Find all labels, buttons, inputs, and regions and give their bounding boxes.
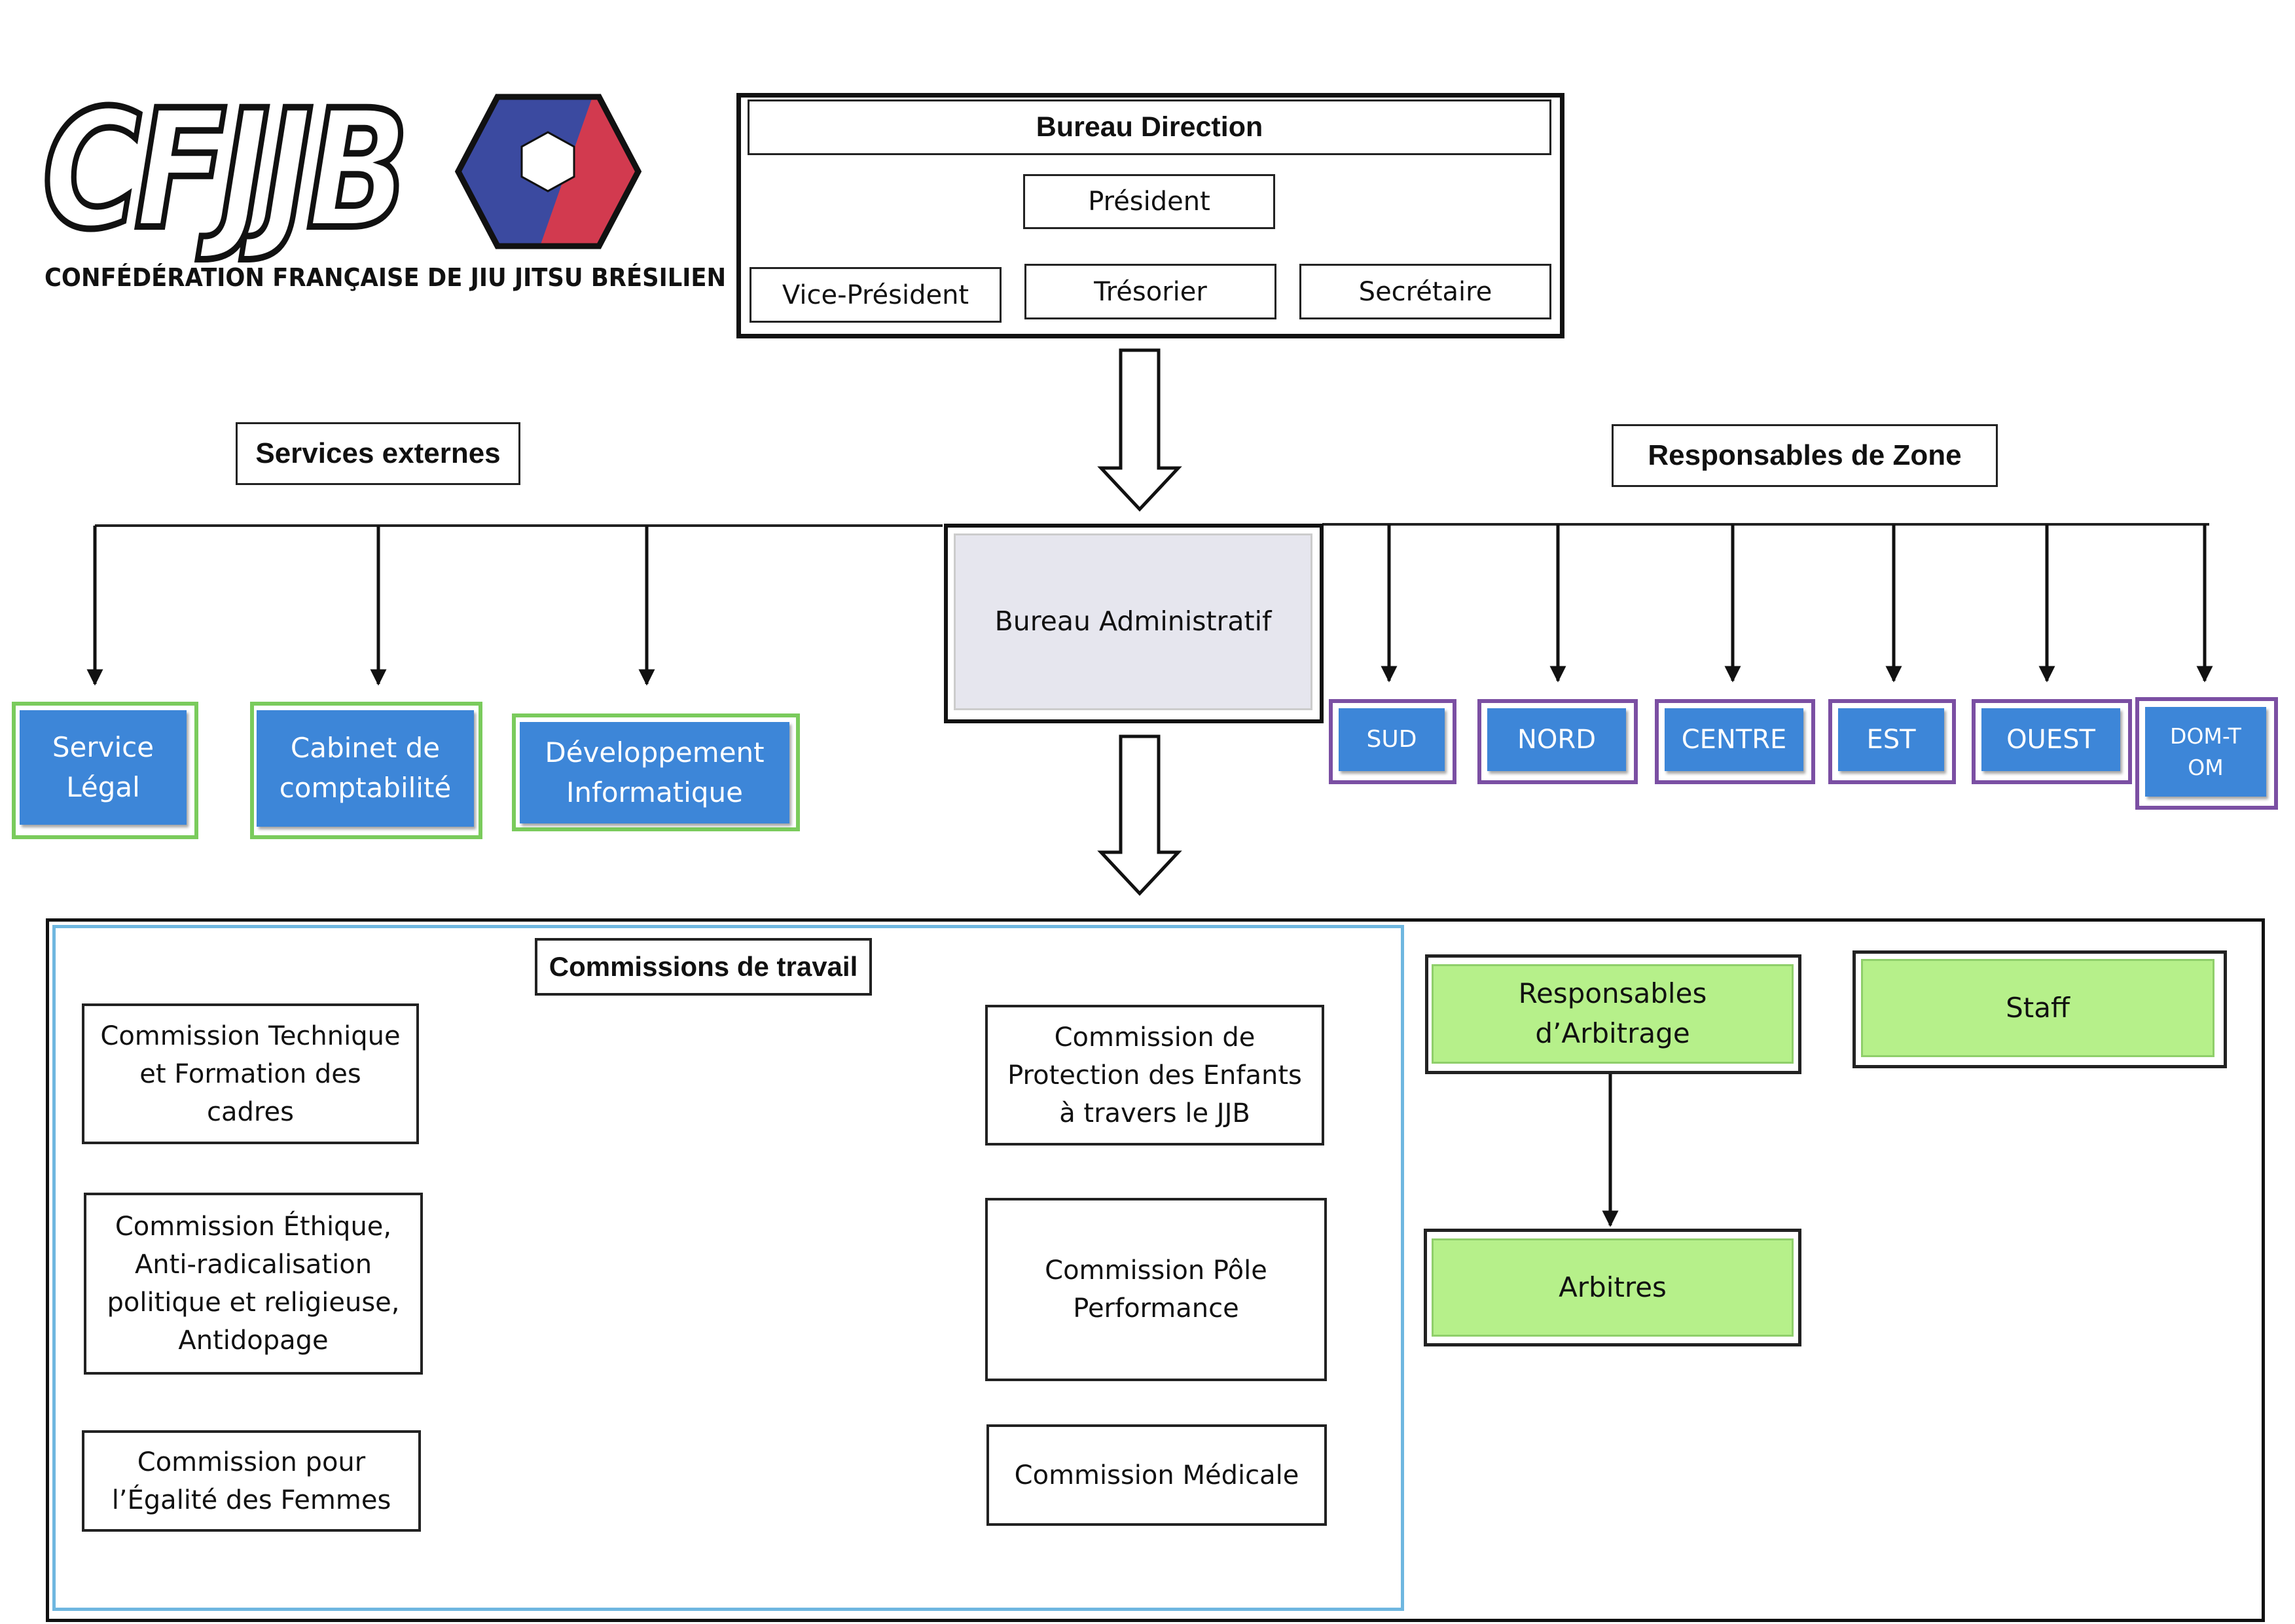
arbitres-box: Arbitres (1432, 1238, 1794, 1337)
hollow-arrow-direction-admin (1097, 348, 1182, 512)
commission-ethique-box: Commission Éthique, Anti-radicalisation … (84, 1193, 423, 1375)
service-legal-frame (12, 702, 198, 839)
tresorier-box: Trésorier (1024, 264, 1276, 319)
commissions-heading: Commissions de travail (535, 938, 872, 996)
responsables-zone-heading: Responsables de Zone (1612, 424, 1998, 487)
cabinet-frame (250, 702, 482, 839)
zone-nord-box: NORD (1487, 708, 1626, 771)
service-legal-box: Service Légal (20, 710, 187, 825)
commission-protection-enfants-box: Commission de Protection des Enfants à t… (985, 1005, 1324, 1146)
est-frame (1828, 699, 1956, 784)
domtom-frame (2135, 697, 2278, 810)
dev-info-frame (512, 713, 800, 831)
logo: CFJJB CONFÉDÉRATION FRANÇAISE DE JIU JIT… (39, 75, 727, 308)
lower-section-frame (46, 918, 2265, 1622)
services-externes-heading: Services externes (236, 422, 520, 485)
vice-president-box: Vice-Président (750, 267, 1002, 323)
bureau-administratif-box: Bureau Administratif (954, 533, 1312, 710)
developpement-informatique-box: Développement Informatique (520, 722, 789, 823)
logo-hexagon-icon (454, 94, 642, 249)
commission-medicale-box: Commission Médicale (986, 1424, 1327, 1526)
cabinet-comptabilite-box: Cabinet de comptabilité (257, 710, 474, 827)
hollow-arrow-admin-commissions (1097, 734, 1182, 896)
logo-subtitle: CONFÉDÉRATION FRANÇAISE DE JIU JITSU BRÉ… (45, 263, 727, 292)
zone-domtom-box: DOM-TOM (2145, 707, 2266, 797)
secretaire-box: Secrétaire (1299, 264, 1551, 319)
centre-frame (1655, 699, 1815, 784)
zone-ouest-box: OUEST (1981, 708, 2120, 771)
zone-centre-box: CENTRE (1665, 708, 1803, 771)
logo-wordmark: CFJJB (40, 75, 412, 265)
sud-frame (1329, 699, 1456, 784)
nord-frame (1477, 699, 1638, 784)
zone-est-box: EST (1838, 708, 1944, 771)
commission-egalite-box: Commission pour l’Égalité des Femmes (82, 1430, 421, 1532)
commissions-frame (52, 925, 1404, 1611)
bureau-direction-title: Bureau Direction (748, 99, 1551, 155)
responsables-arbitrage-box: Responsables d’Arbitrage (1432, 964, 1794, 1064)
commission-pole-performance-box: Commission Pôle Performance (985, 1198, 1327, 1381)
commission-technique-box: Commission Technique et Formation des ca… (82, 1003, 419, 1144)
president-box: Président (1023, 174, 1275, 229)
ouest-frame (1972, 699, 2132, 784)
zone-sud-box: SUD (1339, 708, 1445, 771)
staff-box: Staff (1861, 959, 2214, 1057)
